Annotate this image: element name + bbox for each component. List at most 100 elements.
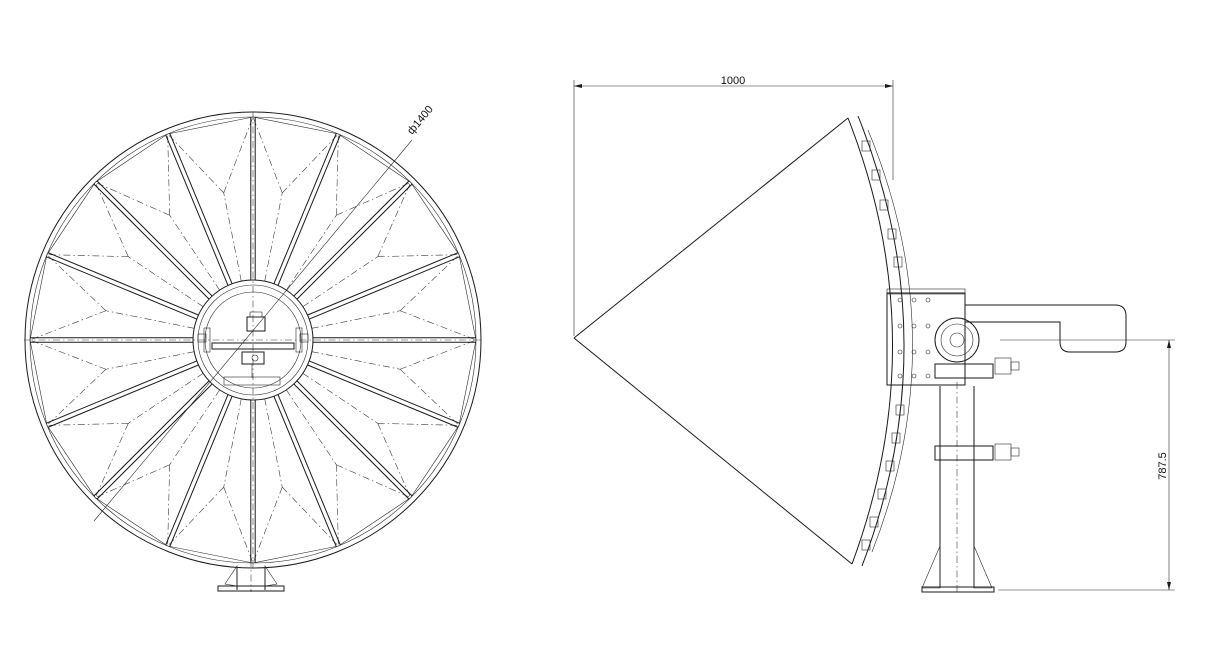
rib-edge <box>293 180 410 297</box>
panel-brace <box>46 369 107 426</box>
panel-brace <box>264 398 283 488</box>
diameter-label: ф1400 <box>405 104 436 137</box>
panel-brace <box>336 464 411 498</box>
panel-brace <box>105 351 195 370</box>
rib-edge <box>93 183 210 300</box>
center-lines <box>24 112 482 568</box>
height-label: 787.5 <box>1157 452 1169 480</box>
mount-bolt <box>925 323 931 329</box>
rib-edge <box>293 383 410 500</box>
panel-brace <box>128 373 204 424</box>
motor-box <box>241 351 265 365</box>
rib-slot <box>887 228 897 240</box>
drive-motor-end <box>1010 361 1020 371</box>
side-right-gusset <box>973 545 993 589</box>
rib-edge <box>96 383 213 500</box>
panel-brace <box>282 486 339 547</box>
panel-brace <box>252 487 283 564</box>
rib-edge <box>93 380 210 497</box>
panel-brace <box>311 351 401 370</box>
hub-ring-inner <box>204 291 302 389</box>
rib-edge <box>165 394 229 546</box>
panel-brace <box>223 398 242 488</box>
rib-edge <box>309 360 461 424</box>
rib-slot <box>877 488 887 500</box>
rib-slot <box>861 539 871 551</box>
panel-brace <box>223 487 254 564</box>
panel-brace <box>95 423 129 498</box>
right-bolt <box>299 333 309 343</box>
cone-upper-line <box>573 117 849 339</box>
front-view: ф1400 <box>24 104 482 592</box>
left-gusset <box>224 565 238 587</box>
side-view: 1000 <box>573 75 1175 593</box>
panel-brace <box>336 464 339 547</box>
rib-edge <box>165 134 229 286</box>
rib-slot <box>871 169 881 181</box>
right-gusset <box>264 565 278 587</box>
width-label: 1000 <box>721 75 745 87</box>
azimuth-housing <box>934 445 994 461</box>
rib-edge <box>96 180 213 297</box>
rib-slots <box>861 140 905 551</box>
panel-brace <box>167 133 170 216</box>
mount-bolt <box>925 373 931 379</box>
dim-arrow-left <box>574 84 582 88</box>
panel-brace <box>252 116 283 193</box>
rib-edge <box>277 394 341 546</box>
feed-arm <box>964 304 1127 353</box>
crossbar <box>211 342 295 350</box>
rib-edge <box>277 134 341 286</box>
dish-ribs <box>30 117 476 563</box>
mount-plate-top <box>886 288 966 295</box>
rib-edge <box>45 256 197 320</box>
rib-edge <box>169 132 233 284</box>
panel-brace <box>169 215 220 291</box>
hdim-arrow-bottom <box>1167 582 1171 590</box>
left-clamp <box>203 327 211 353</box>
panel-brace <box>282 133 339 194</box>
panel-brace <box>95 464 170 498</box>
rib-edge <box>307 364 459 428</box>
mount-plate <box>886 292 966 386</box>
mount-bolt <box>911 297 917 303</box>
rib-edge <box>169 396 233 548</box>
panel-brace <box>377 254 460 257</box>
rib-slot <box>861 140 871 152</box>
panel-brace <box>336 182 411 216</box>
rib-edge <box>307 252 459 316</box>
panel-brace <box>167 464 170 547</box>
drive-gear-inner <box>940 323 974 357</box>
panel-brace <box>400 310 477 341</box>
panel-brace <box>169 389 220 465</box>
rib-slot <box>891 432 901 444</box>
side-base-plate <box>921 586 995 593</box>
panel-brace <box>29 339 106 370</box>
rib-edge <box>296 183 413 300</box>
mount-bolt <box>897 373 903 379</box>
side-left-gusset <box>921 545 941 589</box>
panel-brace <box>128 256 204 307</box>
hub-ring-outer <box>192 279 314 401</box>
rib-edge <box>273 396 337 548</box>
drive-housing <box>934 363 994 379</box>
rib-edge <box>309 256 461 320</box>
panel-brace <box>167 133 224 194</box>
pivot-pin <box>251 354 259 362</box>
rib-slot <box>879 199 889 211</box>
panel-brace <box>302 256 378 307</box>
dish-back-curve <box>857 115 905 567</box>
panel-brace <box>400 339 477 370</box>
mount-bolt <box>897 349 903 355</box>
rib-slot <box>869 516 879 528</box>
azimuth-motor-end <box>1010 447 1020 457</box>
panel-brace <box>46 254 107 311</box>
rib-edge <box>47 252 199 316</box>
rib-slot <box>895 404 905 416</box>
rib-slot <box>885 460 895 472</box>
panel-brace <box>223 116 254 193</box>
mount-bolt <box>897 323 903 329</box>
side-pedestal <box>921 382 1020 593</box>
mount-bolt <box>897 297 903 303</box>
